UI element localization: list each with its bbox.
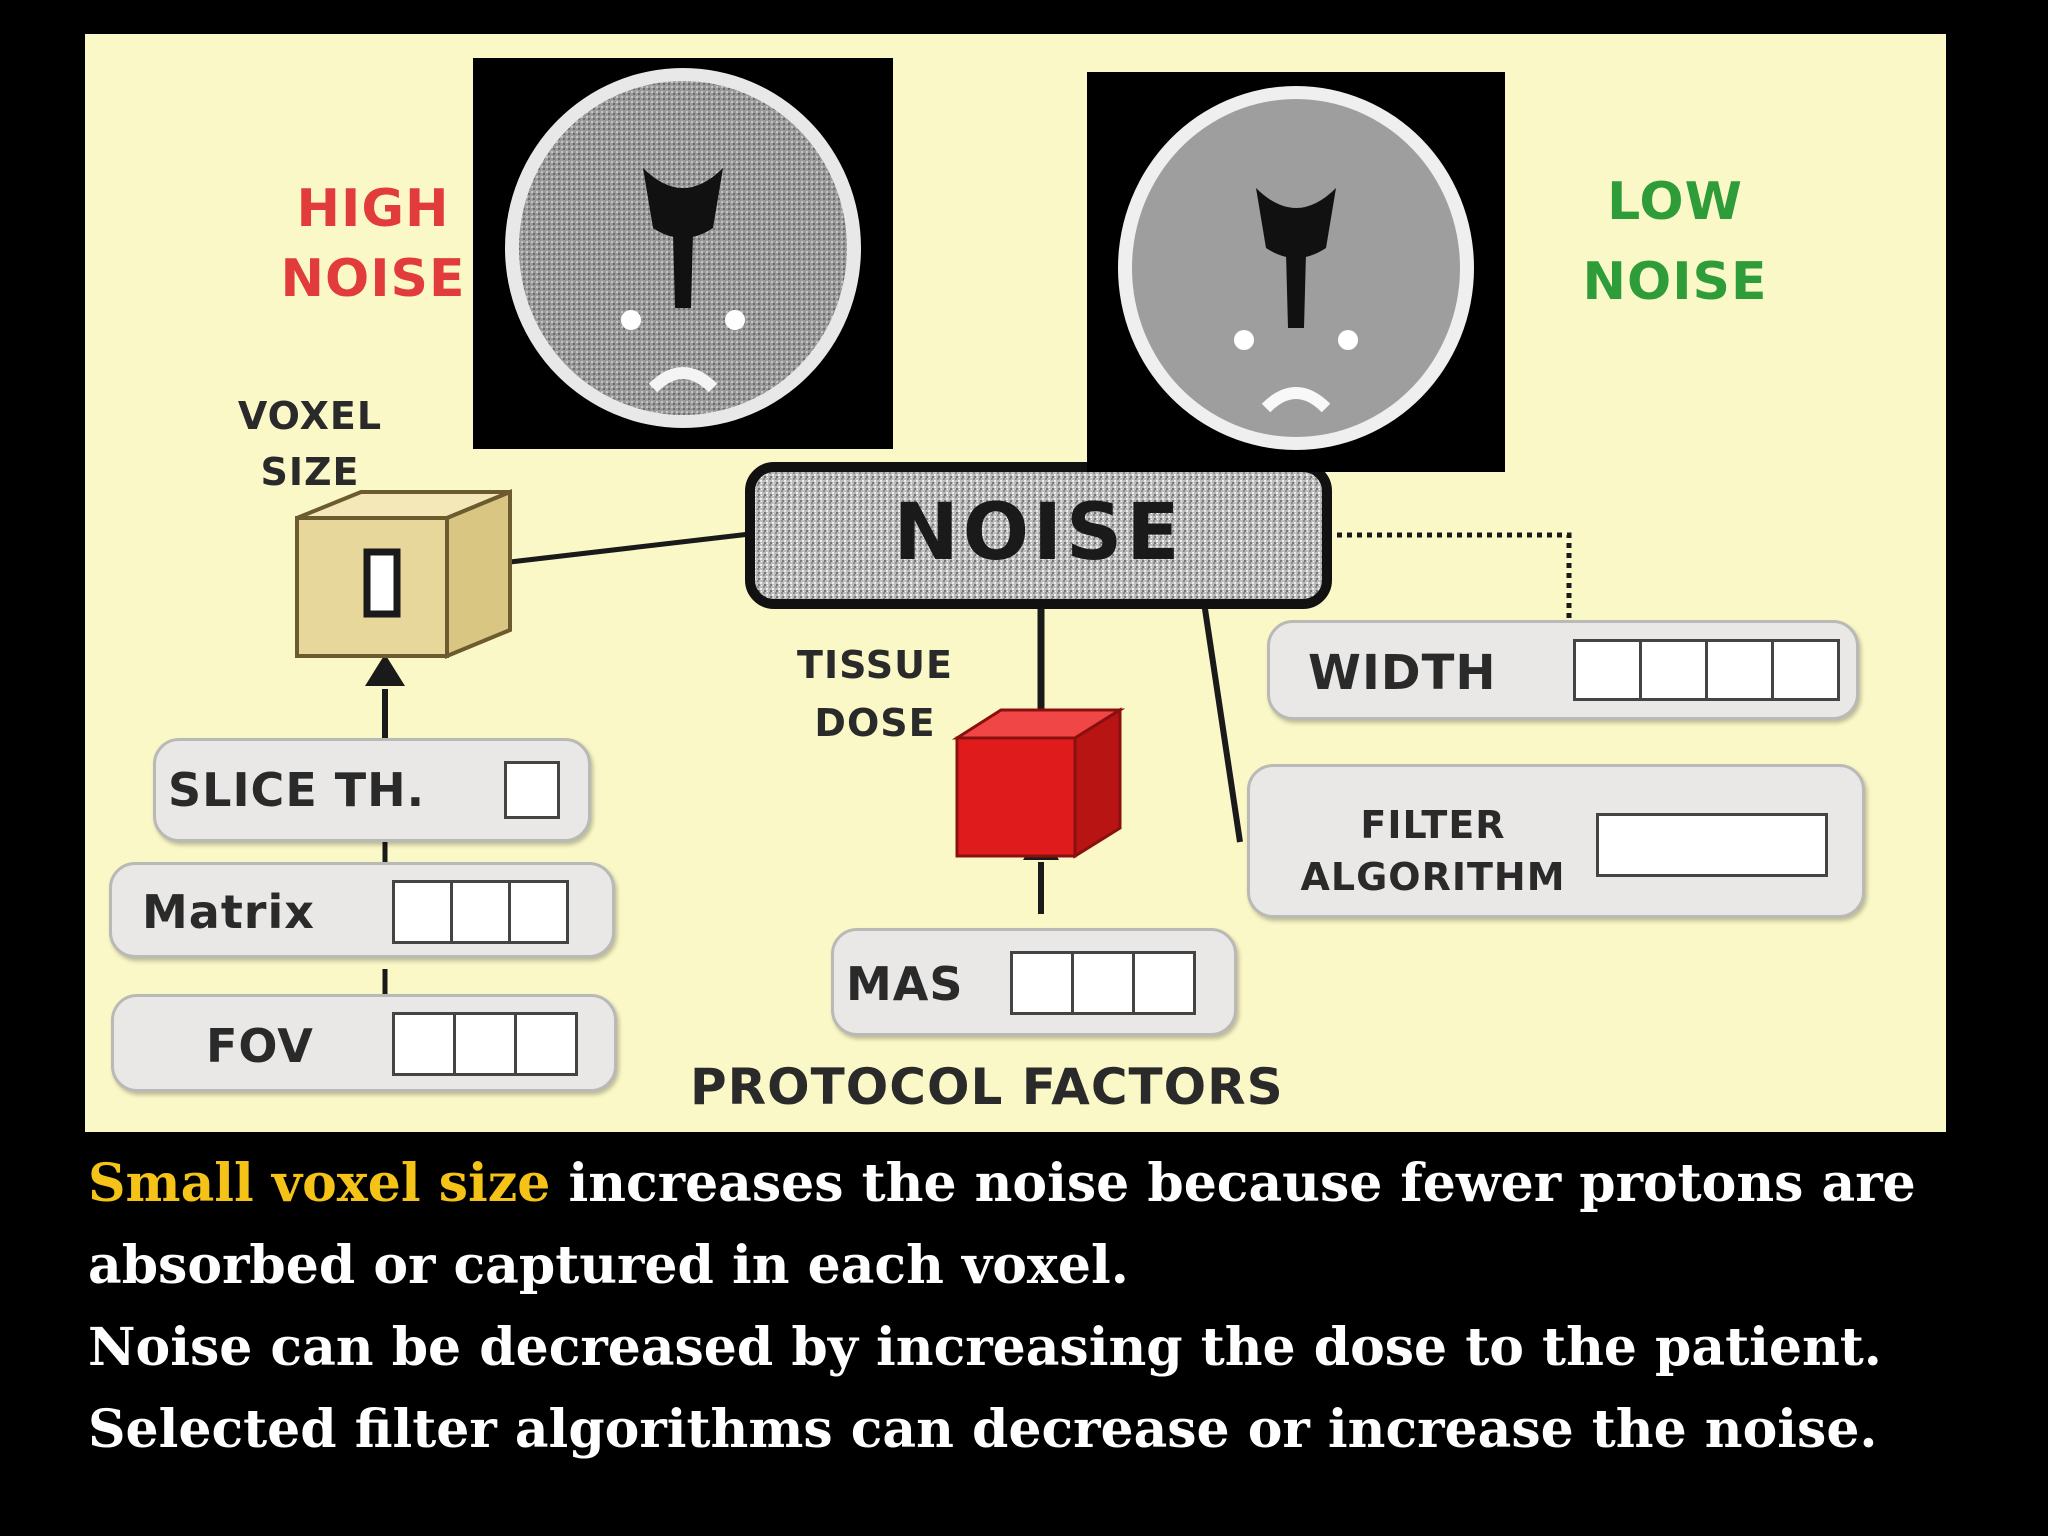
width-slots xyxy=(1573,639,1840,701)
brain-ct-scan-noisy xyxy=(473,58,893,449)
fov-label: FOV xyxy=(206,1019,314,1073)
diagram-panel: HIGH NOISE LOW NOISE VOXEL SIZE NOISE TI… xyxy=(85,34,1946,1132)
mas-label: MAS xyxy=(846,957,964,1011)
slice-thickness-label: SLICE TH. xyxy=(168,763,426,817)
caption-line-1-rest: increases the noise because fewer proton… xyxy=(550,1153,1916,1214)
matrix-factor: Matrix xyxy=(109,862,615,958)
mas-factor: MAS xyxy=(831,928,1237,1036)
mas-slots xyxy=(1010,951,1196,1015)
tissue-dose-label: TISSUE DOSE xyxy=(797,643,953,745)
voxel-cube-icon xyxy=(295,489,512,659)
noise-box xyxy=(745,462,1332,609)
caption-line-4: Selected filter algorithms can decrease … xyxy=(88,1399,1878,1460)
dose-cube-icon xyxy=(951,707,1126,859)
slice-thickness-factor: SLICE TH. xyxy=(153,738,591,842)
protocol-factors-label: PROTOCOL FACTORS xyxy=(690,1058,1284,1116)
brain-ct-scan-clean xyxy=(1087,72,1505,472)
caption-highlight: Small voxel size xyxy=(88,1153,551,1214)
width-label: WIDTH xyxy=(1308,645,1497,701)
high-noise-label: HIGH NOISE xyxy=(280,179,466,309)
caption-line-1: Small voxel size increases the noise bec… xyxy=(88,1158,1916,1210)
caption-line-2: absorbed or captured in each voxel. xyxy=(88,1235,1129,1296)
caption-line-3: Noise can be decreased by increasing the… xyxy=(88,1317,1882,1378)
fov-factor: FOV xyxy=(111,994,617,1092)
connector-lines xyxy=(295,462,1572,994)
low-noise-label: LOW NOISE xyxy=(1582,172,1768,312)
filter-algorithm-factor: FILTER ALGORITHM xyxy=(1247,764,1865,918)
width-factor: WIDTH xyxy=(1267,620,1859,720)
filter-algorithm-label: FILTER ALGORITHM xyxy=(1300,803,1566,899)
slice-thickness-slots xyxy=(504,761,560,819)
voxel-size-label: VOXEL SIZE xyxy=(237,394,383,494)
filter-algorithm-slot xyxy=(1596,813,1828,877)
fov-slots xyxy=(392,1012,578,1076)
matrix-slots xyxy=(392,880,569,944)
noise-title: NOISE xyxy=(893,488,1184,578)
matrix-label: Matrix xyxy=(142,885,315,939)
